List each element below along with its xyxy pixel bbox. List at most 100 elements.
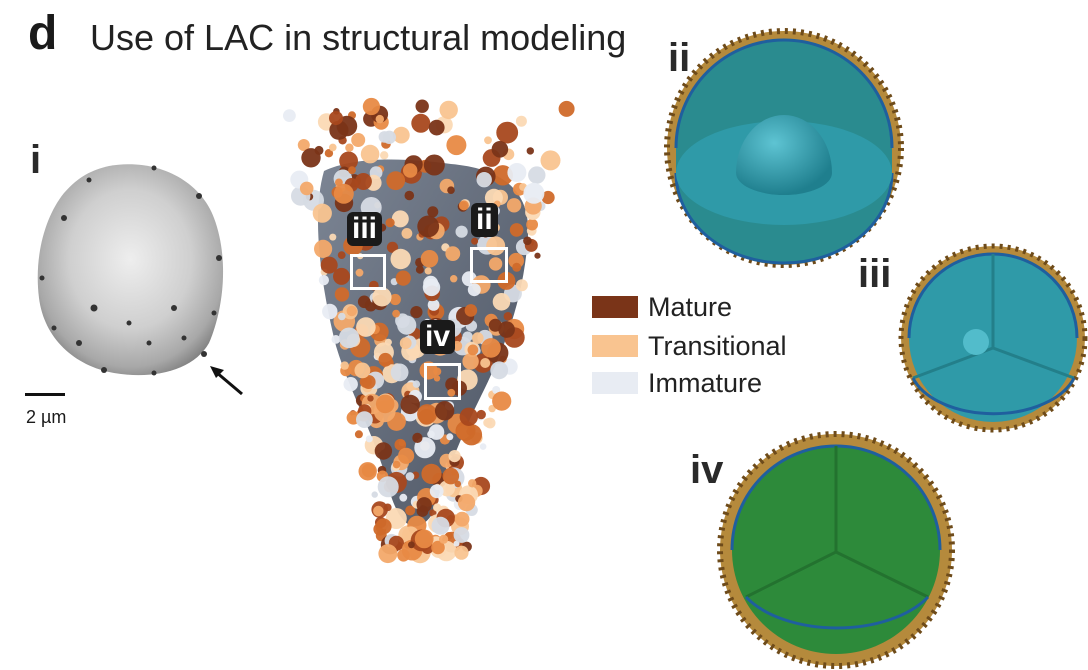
granule-sphere: [423, 154, 445, 176]
granule-sphere: [354, 430, 363, 439]
granule-sphere: [394, 438, 407, 451]
granule-sphere: [509, 223, 524, 237]
granule-sphere: [392, 460, 401, 469]
subpanel-label-iii: iii: [858, 252, 892, 296]
granule-sphere: [380, 151, 389, 160]
granule-sphere: [283, 109, 296, 122]
granule-sphere: [345, 143, 354, 152]
granule-sphere: [455, 420, 476, 441]
granule-sphere: [492, 386, 501, 394]
granule-sphere: [526, 218, 538, 231]
granule-sphere: [343, 377, 358, 392]
granule-sphere: [390, 248, 411, 270]
granule-sphere: [395, 270, 411, 286]
micrograph-image: [37, 164, 224, 376]
region-box-iii: [350, 254, 386, 290]
granule-sphere: [431, 540, 445, 555]
granule-sphere: [297, 139, 310, 151]
granule-sphere: [457, 493, 476, 512]
granule-sphere: [558, 100, 575, 117]
granule-sphere: [318, 275, 329, 286]
granule-sphere: [491, 141, 509, 158]
granule-sphere: [479, 443, 487, 450]
granule-sphere: [322, 303, 338, 320]
granule-sphere: [346, 305, 357, 317]
granule-sphere: [401, 228, 413, 239]
subpanel-label-ii: ii: [668, 36, 691, 80]
granule-sphere: [503, 312, 513, 321]
granule-sphere: [392, 126, 410, 144]
granule-sphere: [506, 198, 522, 213]
granule-sphere: [354, 173, 372, 190]
granule-sphere: [515, 279, 528, 292]
granule-sphere: [512, 262, 522, 272]
granule-sphere: [389, 293, 401, 306]
granule-sphere: [329, 233, 337, 241]
granule-sphere: [515, 115, 527, 127]
granule-sphere: [439, 534, 449, 544]
granule-sphere: [467, 283, 481, 297]
granule-sphere: [534, 252, 541, 259]
granule-sphere: [496, 121, 519, 144]
legend-swatch-mature: [592, 296, 638, 318]
granule-sphere: [416, 497, 432, 513]
granule-sphere: [454, 545, 469, 560]
granule-sphere: [447, 388, 456, 397]
panel-letter: d: [28, 7, 58, 60]
granule-sphere: [420, 250, 439, 268]
granule-sphere: [422, 278, 441, 297]
granule-sphere: [414, 529, 434, 549]
granule-sphere: [540, 150, 561, 171]
granule-sphere: [339, 151, 358, 171]
granule-sphere: [428, 119, 445, 136]
granule-sphere: [498, 321, 515, 338]
granule-sphere: [446, 433, 454, 441]
granule-sphere: [329, 111, 343, 126]
legend-item-transitional: Transitional: [592, 329, 787, 363]
granule-sphere: [421, 463, 442, 484]
granule-sphere: [405, 472, 415, 481]
granule-sphere: [446, 135, 467, 156]
granule-sphere: [334, 287, 350, 302]
granule-sphere: [338, 327, 360, 349]
granule-sphere: [356, 317, 376, 337]
granule-sphere: [492, 391, 512, 411]
granule-sphere: [375, 394, 395, 414]
granule-sphere: [320, 256, 338, 274]
granule-sphere: [490, 361, 509, 380]
granule-sphere: [360, 144, 380, 164]
granule-sphere: [427, 206, 439, 218]
granule-sphere: [383, 503, 392, 512]
granule-sphere: [355, 268, 364, 277]
granule-sphere: [450, 275, 458, 283]
region-tag-ii: ii: [471, 203, 498, 237]
granule-sphere: [329, 120, 349, 140]
legend-swatch-immature: [592, 372, 638, 394]
granule-sphere: [526, 147, 534, 155]
granule-sphere: [472, 332, 484, 344]
granule-sphere: [434, 401, 455, 421]
granule-sphere: [398, 447, 415, 464]
granule-sphere: [454, 511, 470, 527]
granule-sphere: [458, 200, 469, 211]
granule-sphere: [384, 338, 392, 346]
granule-sphere: [439, 100, 458, 120]
granule-sphere: [400, 394, 420, 415]
granule-sphere: [312, 203, 332, 223]
granule-sphere: [333, 183, 354, 204]
granule-sphere: [386, 241, 399, 253]
granule-sphere: [488, 257, 503, 271]
legend-label-transitional: Transitional: [648, 330, 787, 361]
granule-sphere: [359, 375, 372, 388]
granule-sphere: [397, 315, 417, 335]
granule-sphere: [378, 352, 393, 367]
granule-sphere: [338, 312, 346, 321]
granule-sphere: [411, 113, 431, 133]
granule-sphere: [365, 435, 373, 443]
granule-sphere: [459, 407, 478, 426]
granule-sphere: [431, 516, 450, 535]
granule-sphere: [367, 395, 374, 402]
scale-bar: [25, 393, 65, 396]
legend-item-immature: Immature: [592, 366, 762, 400]
granule-sphere: [357, 295, 371, 309]
